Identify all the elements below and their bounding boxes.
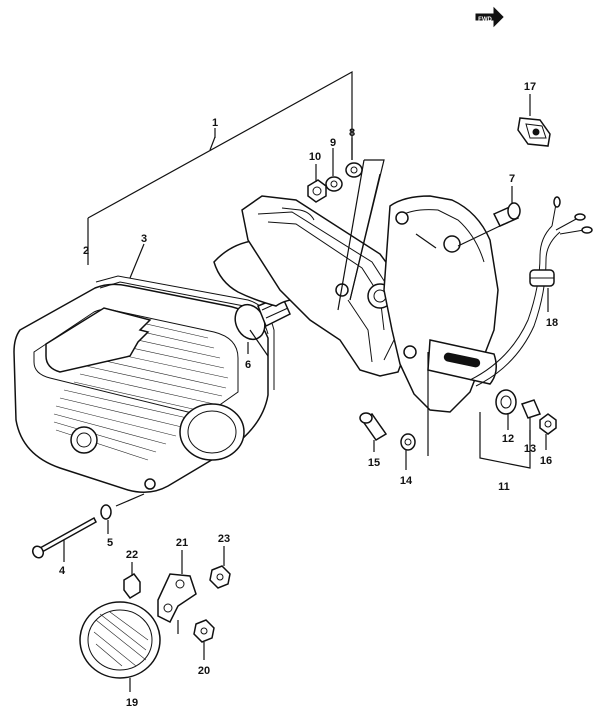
fastener-leaders bbox=[337, 159, 505, 311]
front-badge: FWD bbox=[478, 17, 492, 23]
callout-20: 20 bbox=[198, 665, 210, 677]
mounting-plate bbox=[383, 195, 499, 413]
callout-17: 17 bbox=[524, 81, 536, 93]
washer-5 bbox=[100, 504, 112, 520]
callout-11: 11 bbox=[498, 481, 510, 493]
wire-clamp bbox=[517, 117, 551, 147]
callout-15: 15 bbox=[368, 457, 380, 469]
bolt-15 bbox=[359, 412, 388, 442]
callout-8: 8 bbox=[349, 127, 355, 139]
callout-22: 22 bbox=[126, 549, 138, 561]
washer-14 bbox=[400, 433, 416, 451]
bracket-11 bbox=[427, 352, 531, 469]
callout-16: 16 bbox=[540, 455, 552, 467]
lens-housing bbox=[13, 283, 269, 493]
screw-leader bbox=[115, 493, 145, 507]
nut-20 bbox=[193, 619, 215, 643]
callout-3: 3 bbox=[141, 233, 147, 245]
callout-labels: 1 2 3 4 5 6 7 8 9 10 11 12 13 14 15 16 1… bbox=[59, 81, 558, 709]
washer-9 bbox=[325, 176, 343, 192]
callout-12: 12 bbox=[502, 433, 514, 445]
screw-4 bbox=[31, 516, 97, 559]
washer-8 bbox=[345, 162, 363, 178]
front-arrow-icon: FWD bbox=[475, 6, 504, 28]
callout-1: 1 bbox=[212, 117, 218, 129]
reflector-19 bbox=[79, 601, 161, 679]
callout-6: 6 bbox=[245, 359, 251, 371]
callout-21: 21 bbox=[176, 537, 188, 549]
assembly-bracket bbox=[87, 70, 353, 265]
collar-13 bbox=[520, 399, 542, 419]
callout-9: 9 bbox=[330, 137, 336, 149]
callout-14: 14 bbox=[400, 475, 413, 487]
callout-13: 13 bbox=[524, 443, 536, 455]
nut-10 bbox=[307, 179, 327, 203]
nut-16 bbox=[539, 413, 557, 435]
callout-5: 5 bbox=[107, 537, 113, 549]
callout-23: 23 bbox=[218, 533, 230, 545]
callout-19: 19 bbox=[126, 697, 138, 709]
nut-23 bbox=[209, 565, 231, 589]
wire-harness bbox=[469, 196, 593, 387]
callout-18: 18 bbox=[546, 317, 558, 329]
callout-7: 7 bbox=[509, 173, 515, 185]
callout-10: 10 bbox=[309, 151, 321, 163]
callout-leaders bbox=[63, 94, 549, 692]
bolt-22 bbox=[123, 573, 141, 599]
callout-2: 2 bbox=[83, 245, 89, 257]
bracket-21 bbox=[157, 573, 197, 624]
bolt-7 bbox=[492, 202, 521, 227]
cushion-12 bbox=[495, 389, 517, 415]
callout-4: 4 bbox=[59, 565, 66, 577]
